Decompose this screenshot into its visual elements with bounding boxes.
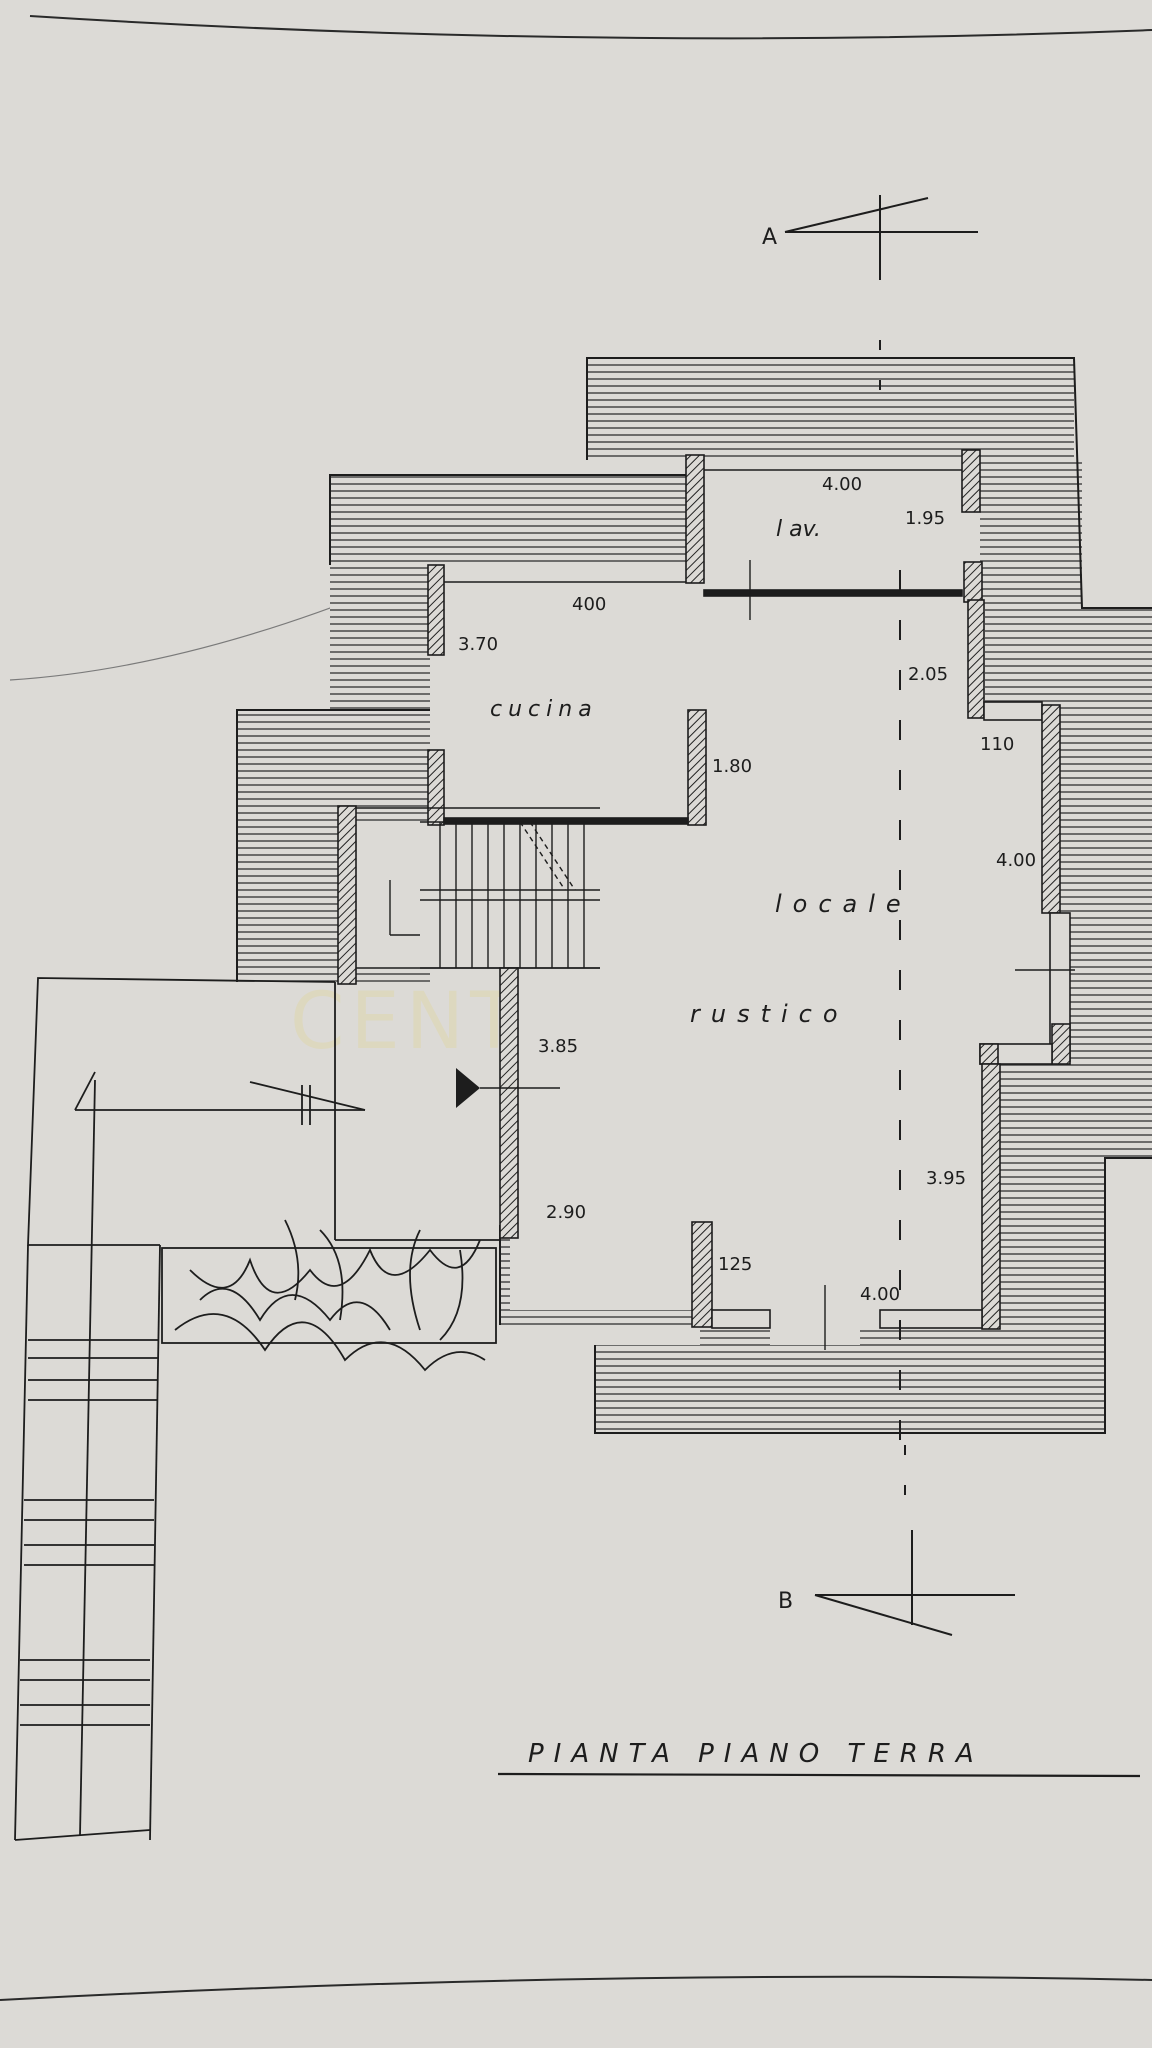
room-label-lav: l av. [776, 517, 821, 542]
dim-110: 110 [980, 734, 1014, 755]
dim-205: 2.05 [908, 664, 948, 685]
entry-arrow-icon [456, 1068, 480, 1108]
garden-area [14, 977, 500, 1841]
interior-floor [356, 468, 1048, 1310]
room-label-rustico: rustico [690, 1000, 849, 1028]
dim-bottom-290: 2.90 [546, 1202, 586, 1223]
terrace-outline [236, 357, 1152, 1434]
title-underline [497, 1772, 1141, 1778]
staircase [389, 821, 600, 969]
sheet-border-bottom [0, 1975, 1152, 2001]
dim-right-395: 3.95 [926, 1168, 966, 1189]
room-label-locale: locale [775, 890, 912, 918]
dim-stair-385: 3.85 [538, 1036, 578, 1057]
dim-bottom-400: 4.00 [860, 1284, 900, 1305]
dim-lav-width: 4.00 [822, 474, 862, 495]
dim-bottom-125: 125 [718, 1254, 752, 1275]
dim-cucina-height: 3.70 [458, 634, 498, 655]
section-axis [784, 195, 1015, 1636]
section-mark-a: A [762, 225, 777, 250]
dim-lav-depth: 1.95 [905, 508, 945, 529]
room-label-cucina: cucina [490, 697, 598, 722]
sheet-border-top [29, 15, 1152, 40]
dim-cucina-wall: 1.80 [712, 756, 752, 777]
dim-cucina-width: 400 [572, 594, 606, 615]
section-mark-b: B [778, 1589, 793, 1614]
dim-right-400: 4.00 [996, 850, 1036, 871]
drawing-title: PIANTA PIANO TERRA [528, 1739, 984, 1769]
dimension-labels: 4.00 1.95 400 3.70 1.80 2.05 110 4.00 3.… [458, 474, 1036, 1305]
